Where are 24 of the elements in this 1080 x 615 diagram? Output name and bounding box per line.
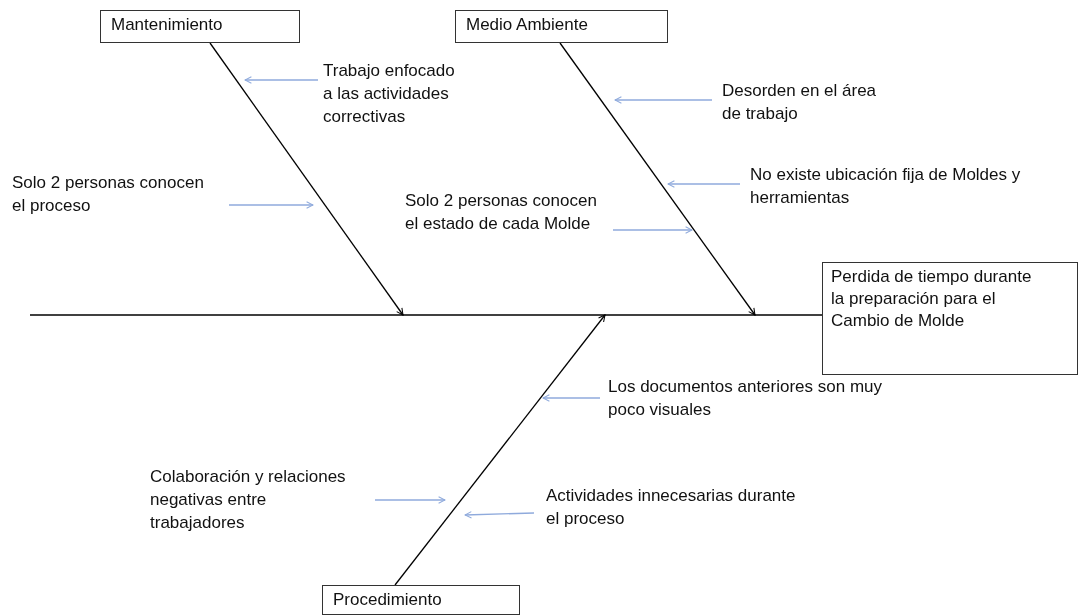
bone-arrow [394, 314, 606, 586]
cause-text: Actividades innecesarias durante el proceso [546, 485, 796, 531]
cause-text: Los documentos anteriores son muy poco visuales [608, 376, 908, 422]
arrow [667, 180, 741, 188]
cause-text: Desorden en el área de trabajo [722, 80, 882, 126]
category-box: Medio Ambiente [455, 10, 668, 43]
cause-text: No existe ubicación fija de Moldes y herramientas [750, 164, 1055, 210]
cause-text: Trabajo enfocado a las actividades correctivas [323, 60, 458, 129]
category-box: Mantenimiento [100, 10, 300, 43]
effect-box: Perdida de tiempo durante la preparación para el Cambio de Molde [822, 262, 1078, 375]
arrow [464, 511, 535, 519]
arrow [612, 226, 693, 234]
arrow [542, 394, 601, 402]
bone-arrow [209, 42, 404, 316]
cause-text: Colaboración y relaciones negativas entre trabajadores [150, 466, 365, 535]
spine-line [29, 314, 823, 316]
cause-text: Solo 2 personas conocen el estado de cada Molde [405, 190, 605, 236]
category-box: Procedimiento [322, 585, 520, 615]
cause-text: Solo 2 personas conocen el proceso [12, 172, 217, 218]
arrow [228, 201, 314, 209]
arrow [614, 96, 713, 104]
bone-arrow [559, 42, 756, 316]
arrow [374, 496, 446, 504]
arrow [244, 76, 319, 84]
